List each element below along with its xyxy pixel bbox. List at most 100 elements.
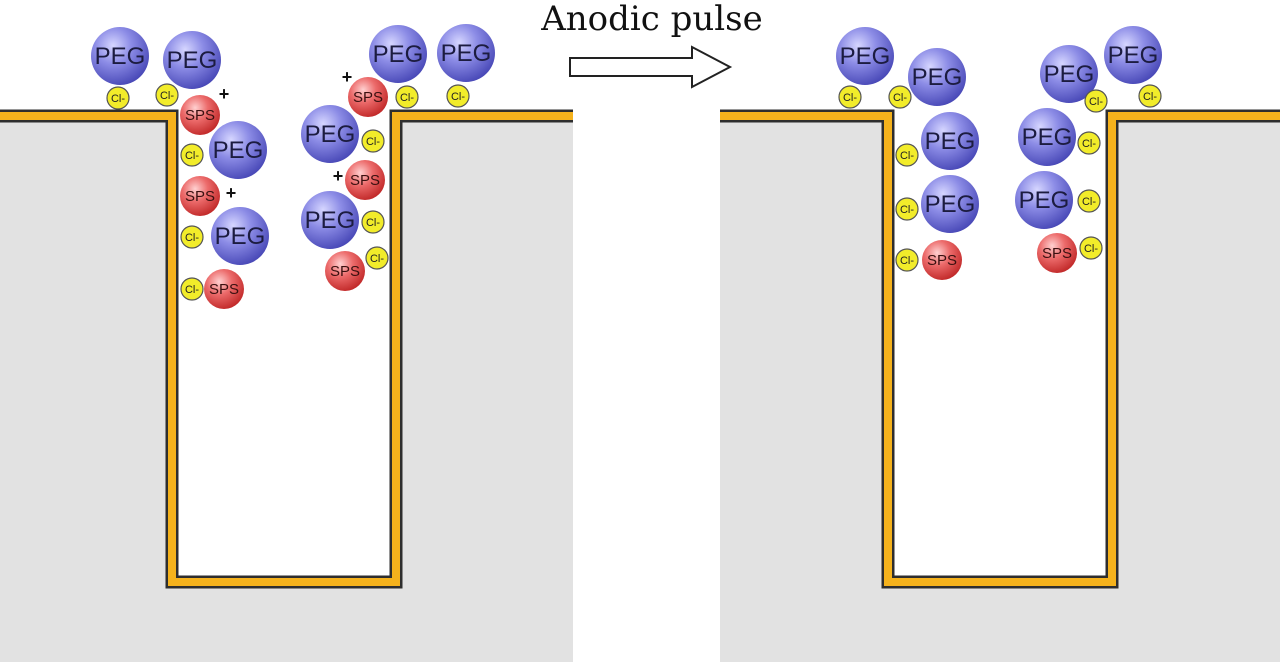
cl-sphere — [1084, 89, 1108, 113]
sps-molecule: SPS — [204, 269, 244, 309]
peg-molecule: PEG — [369, 25, 427, 83]
peg-sphere — [1015, 171, 1073, 229]
peg-label: PEG — [213, 137, 264, 164]
peg-molecule: PEG — [91, 27, 149, 85]
cl-sphere — [888, 85, 912, 109]
peg-molecule: PEG — [921, 175, 979, 233]
peg-sphere — [437, 24, 495, 82]
peg-molecule: PEG — [301, 105, 359, 163]
sps-label: SPS — [1042, 245, 1072, 262]
cl-label: Cl- — [185, 150, 199, 162]
peg-sphere — [921, 112, 979, 170]
cl-ion: Cl- — [888, 85, 912, 109]
peg-label: PEG — [441, 40, 492, 67]
cl-sphere — [1079, 236, 1103, 260]
substrate-before — [0, 118, 573, 662]
cl-label: Cl- — [185, 232, 199, 244]
peg-molecule: PEG — [301, 191, 359, 249]
sps-sphere — [345, 160, 385, 200]
peg-label: PEG — [95, 43, 146, 70]
cl-sphere — [180, 277, 204, 301]
substrate-after — [720, 118, 1280, 662]
peg-molecule: PEG — [211, 207, 269, 265]
cl-label: Cl- — [366, 217, 380, 229]
sps-label: SPS — [209, 281, 239, 298]
cl-label: Cl- — [843, 92, 857, 104]
right-arrow-icon — [569, 45, 733, 89]
cl-label: Cl- — [893, 92, 907, 104]
cl-sphere — [395, 85, 419, 109]
peg-sphere — [91, 27, 149, 85]
peg-sphere — [921, 175, 979, 233]
cl-label: Cl- — [900, 255, 914, 267]
sps-label: SPS — [353, 89, 383, 106]
cl-label: Cl- — [1084, 243, 1098, 255]
peg-sphere — [163, 31, 221, 89]
sps-molecule: SPS — [325, 251, 365, 291]
peg-molecule: PEG — [1040, 45, 1098, 103]
sps-charge-plus: + — [333, 166, 344, 186]
peg-label: PEG — [1108, 42, 1159, 69]
peg-label: PEG — [925, 191, 976, 218]
cl-label: Cl- — [400, 92, 414, 104]
cl-ion: Cl- — [1084, 89, 1108, 113]
sps-molecule: SPS — [922, 240, 962, 280]
cl-ion: Cl- — [1077, 189, 1101, 213]
peg-label: PEG — [1019, 187, 1070, 214]
cl-sphere — [1138, 84, 1162, 108]
sps-label: SPS — [927, 252, 957, 269]
sps-molecule: SPS — [345, 160, 385, 200]
cl-ion: Cl- — [395, 85, 419, 109]
sps-sphere — [325, 251, 365, 291]
cl-sphere — [365, 246, 389, 270]
peg-molecule: PEG — [209, 121, 267, 179]
cl-ion: Cl- — [1077, 131, 1101, 155]
cl-ion: Cl- — [838, 85, 862, 109]
cl-sphere — [180, 143, 204, 167]
peg-label: PEG — [1022, 124, 1073, 151]
cl-sphere — [1077, 131, 1101, 155]
peg-label: PEG — [1044, 61, 1095, 88]
peg-sphere — [908, 48, 966, 106]
sps-molecule: SPS — [1037, 233, 1077, 273]
cl-ion: Cl- — [895, 143, 919, 167]
cl-label: Cl- — [1082, 138, 1096, 150]
cl-label: Cl- — [1089, 96, 1103, 108]
cl-sphere — [446, 84, 470, 108]
cl-label: Cl- — [185, 284, 199, 296]
cl-sphere — [1077, 189, 1101, 213]
peg-label: PEG — [305, 121, 356, 148]
peg-label: PEG — [925, 128, 976, 155]
peg-molecule: PEG — [163, 31, 221, 89]
peg-molecule: PEG — [437, 24, 495, 82]
peg-molecule: PEG — [1104, 26, 1162, 84]
cl-label: Cl- — [370, 253, 384, 265]
cl-ion: Cl- — [106, 86, 130, 110]
cl-sphere — [180, 225, 204, 249]
sps-molecule: SPS — [180, 176, 220, 216]
sps-sphere — [180, 95, 220, 135]
sps-label: SPS — [185, 188, 215, 205]
cl-label: Cl- — [366, 136, 380, 148]
sps-label: SPS — [185, 107, 215, 124]
cl-sphere — [895, 197, 919, 221]
peg-sphere — [1018, 108, 1076, 166]
sps-sphere — [204, 269, 244, 309]
sps-charge-plus: + — [226, 183, 237, 203]
peg-molecule: PEG — [836, 27, 894, 85]
sps-label: SPS — [350, 172, 380, 189]
cl-label: Cl- — [1082, 196, 1096, 208]
peg-sphere — [301, 191, 359, 249]
cl-label: Cl- — [451, 91, 465, 103]
peg-label: PEG — [912, 64, 963, 91]
peg-sphere — [1040, 45, 1098, 103]
cl-ion: Cl- — [361, 129, 385, 153]
peg-label: PEG — [167, 47, 218, 74]
cl-sphere — [361, 129, 385, 153]
cl-ion: Cl- — [1138, 84, 1162, 108]
peg-sphere — [836, 27, 894, 85]
seed-layer-after-fill — [720, 112, 1280, 586]
panel-before — [0, 109, 573, 662]
cl-label: Cl- — [900, 150, 914, 162]
